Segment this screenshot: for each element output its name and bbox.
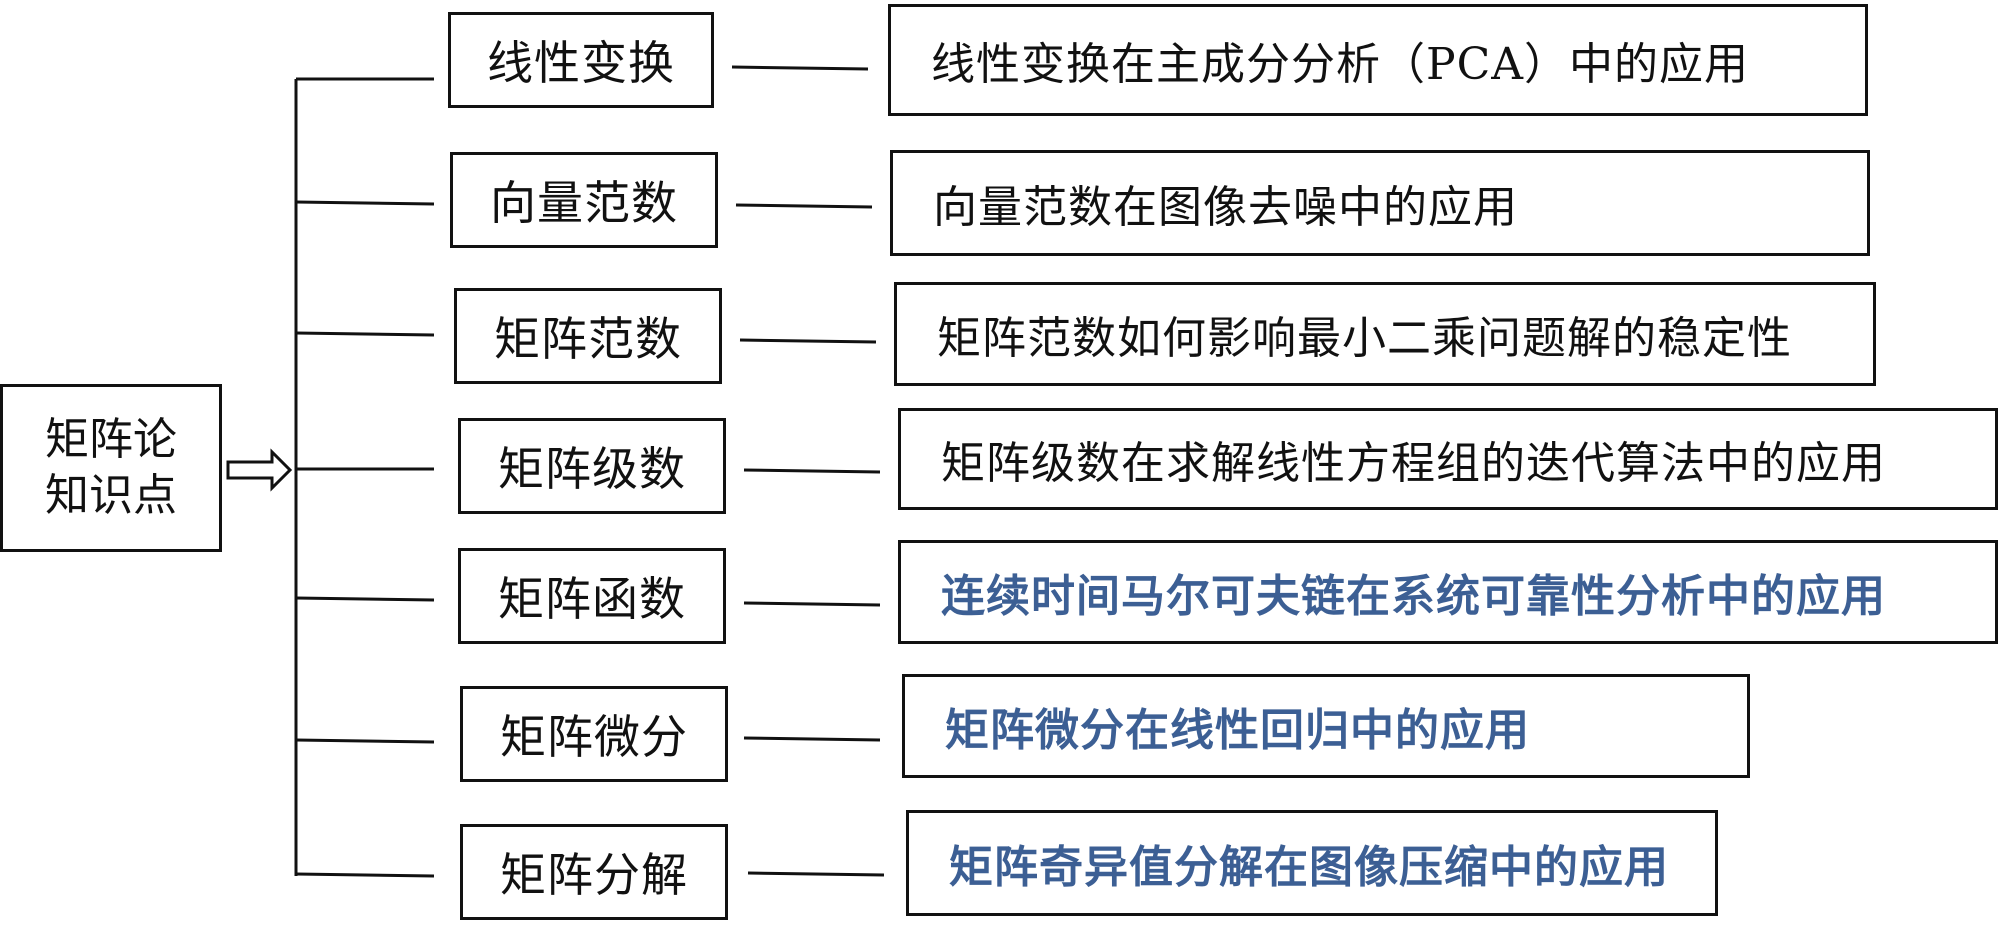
concept-label: 矩阵微分 xyxy=(500,710,688,764)
concept-node-matrix-differential: 矩阵微分 xyxy=(460,686,728,782)
application-label: 矩阵奇异值分解在图像压缩中的应用 xyxy=(949,842,1669,893)
root-label-line2: 知识点 xyxy=(45,470,177,521)
concept-label: 矩阵级数 xyxy=(498,442,686,496)
app-connector-line xyxy=(743,601,881,607)
app-connector-line xyxy=(739,338,877,344)
concept-node-matrix-function: 矩阵函数 xyxy=(458,548,726,644)
branch-line xyxy=(295,738,435,744)
app-connector-line xyxy=(743,468,881,474)
app-connector-line xyxy=(747,871,885,877)
concept-label: 矩阵范数 xyxy=(494,312,682,366)
concept-label: 向量范数 xyxy=(490,176,678,230)
concept-node-matrix-norm: 矩阵范数 xyxy=(454,288,722,384)
root-node: 矩阵论 知识点 xyxy=(0,384,222,552)
concept-label: 矩阵分解 xyxy=(500,848,688,902)
application-node-pca: 线性变换在主成分分析（PCA）中的应用 xyxy=(888,4,1868,116)
application-label: 矩阵范数如何影响最小二乘问题解的稳定性 xyxy=(937,313,1792,364)
right-arrow-icon xyxy=(226,448,293,492)
branch-line xyxy=(295,872,435,878)
concept-node-vector-norm: 向量范数 xyxy=(450,152,718,248)
branch-line xyxy=(295,200,435,206)
application-node-linear-regression: 矩阵微分在线性回归中的应用 xyxy=(902,674,1750,778)
application-node-iterative-solver: 矩阵级数在求解线性方程组的迭代算法中的应用 xyxy=(898,408,1998,510)
application-label: 连续时间马尔可夫链在系统可靠性分析中的应用 xyxy=(941,571,1886,622)
application-node-least-squares: 矩阵范数如何影响最小二乘问题解的稳定性 xyxy=(894,282,1876,386)
concept-node-linear-transform: 线性变换 xyxy=(448,12,714,108)
application-label: 线性变换在主成分分析（PCA）中的应用 xyxy=(931,39,1750,90)
root-label-line1: 矩阵论 xyxy=(45,414,177,465)
application-node-denoising: 向量范数在图像去噪中的应用 xyxy=(890,150,1870,256)
app-connector-line xyxy=(743,736,881,742)
concept-label: 矩阵函数 xyxy=(498,572,686,626)
application-label: 矩阵微分在线性回归中的应用 xyxy=(945,705,1530,756)
branch-line xyxy=(295,331,435,337)
concept-node-matrix-decomposition: 矩阵分解 xyxy=(460,824,728,920)
branch-line xyxy=(295,596,435,602)
concept-label: 线性变换 xyxy=(487,36,675,90)
application-node-markov-chain: 连续时间马尔可夫链在系统可靠性分析中的应用 xyxy=(898,540,1998,644)
application-label: 矩阵级数在求解线性方程组的迭代算法中的应用 xyxy=(941,438,1886,489)
app-connector-line xyxy=(731,65,869,71)
application-node-svd-compression: 矩阵奇异值分解在图像压缩中的应用 xyxy=(906,810,1718,916)
app-connector-line xyxy=(735,203,873,209)
application-label: 向量范数在图像去噪中的应用 xyxy=(933,182,1518,233)
concept-node-matrix-series: 矩阵级数 xyxy=(458,418,726,514)
